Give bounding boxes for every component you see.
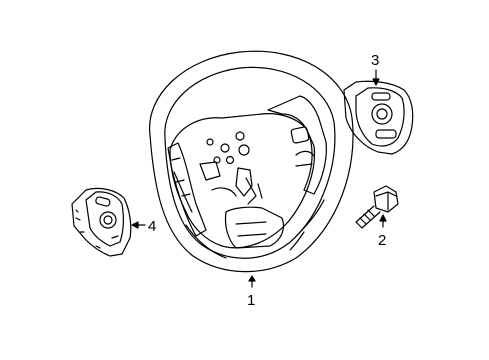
wheel-rim-inner	[164, 66, 336, 259]
left-switch-button	[95, 196, 111, 207]
arrowhead-3	[372, 78, 380, 86]
callout-3: 3	[371, 52, 380, 86]
right-switch-knob	[371, 103, 393, 125]
bolt	[355, 185, 399, 229]
callout-4: 4	[131, 218, 156, 235]
bolt-head	[373, 185, 399, 213]
arrowhead-1	[248, 275, 256, 282]
left-switch-housing	[71, 187, 132, 257]
hub-boss-2	[220, 143, 230, 153]
callout-label-4: 4	[148, 218, 156, 235]
bolt-shank	[355, 205, 381, 229]
column-shroud	[224, 206, 285, 249]
hub-boss-1	[235, 131, 245, 141]
callout-label-1: 1	[247, 292, 255, 309]
hub-boss-6	[213, 156, 221, 164]
hub-boss-5	[206, 138, 214, 146]
hub-boss-3	[225, 155, 235, 165]
callout-1: 1	[247, 275, 256, 309]
wheel-rim-outer	[149, 50, 354, 273]
callout-label-3: 3	[371, 52, 379, 69]
wheel-hub	[169, 113, 316, 249]
right-spoke	[267, 95, 327, 195]
left-control-switch	[71, 187, 132, 257]
right-switch-button-bottom	[375, 129, 397, 139]
right-spoke-button	[290, 126, 310, 144]
callout-2: 2	[378, 214, 387, 249]
right-switch-button-top	[371, 92, 391, 101]
callout-label-2: 2	[378, 232, 386, 249]
hub-boss-4	[238, 144, 250, 156]
right-control-switch	[343, 80, 414, 155]
arrowhead-2	[379, 214, 387, 222]
right-switch-bezel	[343, 80, 414, 155]
left-switch-knob	[99, 211, 117, 229]
left-spoke	[167, 142, 207, 237]
arrowhead-4	[131, 221, 139, 229]
steering-wheel	[149, 50, 354, 273]
